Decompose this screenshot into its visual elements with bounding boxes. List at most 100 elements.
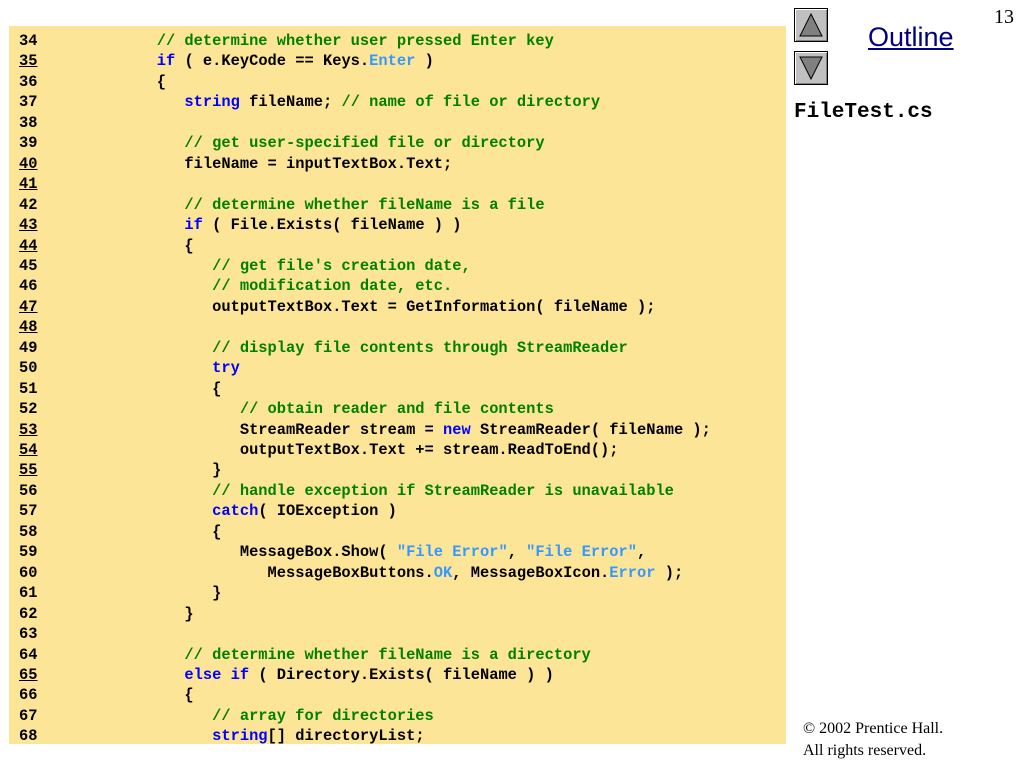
code-token: } (129, 584, 222, 603)
line-number: 65 (19, 665, 38, 684)
code-text: if ( File.Exists( fileName ) ) (129, 215, 461, 235)
file-title: FileTest.cs (794, 101, 933, 124)
code-text: // obtain reader and file contents (129, 399, 554, 419)
previous-slide-button[interactable] (794, 8, 828, 42)
code-token: { (129, 686, 194, 705)
line-number: 40 (19, 154, 38, 173)
code-token: Enter (369, 52, 416, 71)
line-number: 68 (19, 727, 38, 746)
code-text: string[] directoryList; (129, 726, 425, 746)
line-number: 61 (19, 584, 38, 603)
code-token: // name of file or directory (341, 93, 601, 112)
code-text: try (129, 358, 240, 378)
code-text: outputTextBox.Text = GetInformation( fil… (129, 297, 655, 317)
code-token: } (129, 461, 222, 480)
code-text: string fileName; // name of file or dire… (129, 92, 600, 112)
code-token: // handle exception if StreamReader is u… (129, 481, 674, 500)
code-token: // get user-specified file or directory (129, 134, 545, 153)
code-token (129, 502, 212, 520)
code-token: if (184, 216, 203, 235)
code-token: , (637, 543, 647, 562)
line-number: 53 (19, 420, 38, 439)
line-number: 48 (19, 318, 38, 337)
code-text: { (129, 236, 194, 256)
next-slide-button[interactable] (794, 51, 828, 85)
code-token: // get file's creation date, (129, 256, 471, 275)
line-number: 34 (19, 32, 38, 50)
copyright-line-1: 2002 Prentice Hall. (815, 720, 944, 737)
code-text: // get user-specified file or directory (129, 133, 545, 153)
code-text: } (129, 604, 194, 624)
line-number: 47 (19, 297, 38, 316)
code-token (129, 666, 184, 684)
code-token: try (212, 359, 240, 378)
code-token: // display file contents through StreamR… (129, 338, 628, 357)
code-token: catch (212, 502, 259, 521)
code-token: { (129, 379, 222, 398)
code-token: ) (415, 52, 434, 71)
code-token: { (129, 522, 222, 541)
code-token (129, 359, 212, 377)
code-token: outputTextBox.Text += stream.ReadToEnd()… (129, 441, 619, 459)
code-token (129, 727, 212, 745)
line-number: 36 (19, 72, 38, 91)
line-number: 56 (19, 481, 38, 500)
line-number: 62 (19, 604, 38, 623)
line-number: 45 (19, 256, 38, 275)
code-text: // array for directories (129, 706, 434, 726)
code-token: outputTextBox.Text = GetInformation( fil… (129, 297, 656, 316)
line-number: 46 (19, 277, 38, 296)
outline-link[interactable]: Outline (868, 22, 954, 52)
line-number: 58 (19, 522, 38, 541)
line-number: 44 (19, 236, 38, 255)
code-token: , (507, 543, 527, 562)
code-text: // get file's creation date, (129, 256, 471, 276)
code-text: catch( IOException ) (129, 501, 397, 521)
code-token (129, 93, 184, 111)
code-token: StreamReader stream = (129, 420, 444, 439)
code-text: { (129, 72, 166, 92)
code-token: string (184, 93, 240, 112)
code-text: { (129, 379, 221, 399)
code-text: // handle exception if StreamReader is u… (129, 481, 674, 501)
code-token: } (129, 604, 194, 623)
code-token: MessageBox.Show( (129, 543, 397, 562)
code-token: ( Directory.Exists( fileName ) ) (249, 665, 554, 684)
down-triangle-icon (799, 56, 823, 80)
code-token: OK (433, 563, 453, 582)
code-token: if (156, 52, 176, 71)
line-number: 42 (19, 195, 38, 214)
code-token: // modification date, etc. (129, 277, 453, 296)
line-number: 57 (19, 502, 38, 521)
code-text: StreamReader stream = new StreamReader( … (129, 420, 711, 440)
code-text: // modification date, etc. (129, 276, 452, 296)
page-number: 13 (994, 6, 1014, 28)
line-number: 67 (19, 706, 38, 725)
code-token: [] directoryList; (267, 727, 425, 746)
code-token: , MessageBoxIcon. (452, 563, 610, 582)
code-token: { (129, 236, 194, 255)
code-text: MessageBox.Show( "File Error", "File Err… (129, 542, 646, 562)
code-token: ( IOException ) (258, 502, 397, 521)
line-number: 39 (19, 134, 38, 153)
copyright-symbol: © (803, 720, 816, 737)
copyright-notice: © 2002 Prentice Hall. All rights reserve… (803, 718, 943, 762)
code-text: // display file contents through StreamR… (129, 338, 628, 358)
code-token: ( e.KeyCode == Keys. (175, 52, 370, 71)
code-token: MessageBoxButtons. (129, 563, 434, 582)
code-token: fileName = inputTextBox.Text; (129, 154, 453, 173)
code-text: { (129, 522, 221, 542)
code-token: // determine whether user pressed Enter … (129, 32, 554, 50)
line-number: 41 (19, 175, 38, 194)
code-token: StreamReader( fileName ); (470, 420, 711, 439)
code-text: else if ( Directory.Exists( fileName ) ) (129, 665, 554, 685)
line-number: 38 (19, 113, 38, 132)
line-number: 66 (19, 686, 38, 705)
code-text: } (129, 460, 221, 480)
line-number: 60 (19, 563, 38, 582)
code-token: { (129, 72, 166, 91)
code-token (129, 52, 157, 70)
line-number: 54 (19, 441, 38, 459)
code-token: fileName; (239, 93, 342, 112)
code-text: if ( e.KeyCode == Keys.Enter ) (129, 51, 434, 71)
